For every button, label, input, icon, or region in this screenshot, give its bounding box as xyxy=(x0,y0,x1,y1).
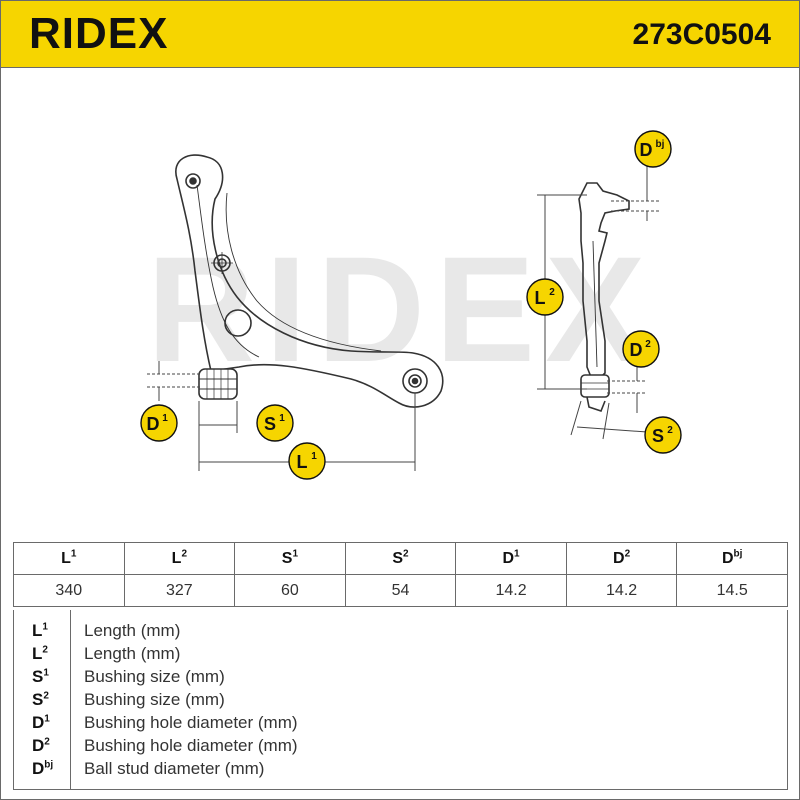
legend-symbol-sup: 2 xyxy=(42,644,48,656)
badge-s1: S 1 xyxy=(256,404,294,442)
legend-symbol: L1 xyxy=(32,620,48,642)
legend-symbol-sup: 1 xyxy=(42,621,48,633)
badge-dbj-label: D xyxy=(640,140,653,160)
spec-header-d2: D2 xyxy=(565,542,678,575)
legend-symbol-base: D xyxy=(32,736,45,755)
legend-row-d1: D1 Bushing hole diameter (mm) xyxy=(14,712,787,734)
spec-header-l1: L1 xyxy=(13,542,125,575)
legend-symbol-sup: 2 xyxy=(44,736,50,748)
badge-s2: S 2 xyxy=(644,416,682,454)
legend-symbol-base: L xyxy=(32,644,43,663)
spec-header-base: S xyxy=(281,549,293,567)
legend-symbol-base: D xyxy=(32,713,45,732)
spec-header-sup: bj xyxy=(733,548,743,560)
badge-dbj: D bj xyxy=(634,130,672,168)
badge-dbj-sup: bj xyxy=(656,139,665,150)
badge-d2: D 2 xyxy=(622,330,660,368)
legend-description: Bushing size (mm) xyxy=(84,667,225,686)
spec-header-base: L xyxy=(171,549,182,567)
spec-header-dbj: Dbj xyxy=(676,542,788,575)
spec-header-s2: S2 xyxy=(344,542,457,575)
badge-s2-sup: 2 xyxy=(667,425,673,436)
legend-symbol-sup: 1 xyxy=(44,713,50,725)
spec-value-row: 340 327 60 54 14.2 14.2 14.5 xyxy=(13,574,788,607)
spec-header-sup: 2 xyxy=(403,548,409,560)
legend-description: Bushing hole diameter (mm) xyxy=(84,713,298,732)
legend-row-l2: L2 Length (mm) xyxy=(14,643,787,665)
rear-bushing xyxy=(198,368,238,400)
legend-panel: L1 Length (mm) L2 Length (mm) S1 Bushing… xyxy=(13,610,788,790)
badge-l1-label: L xyxy=(297,452,308,472)
spec-header-base: D xyxy=(613,549,625,567)
legend-row-dbj: Dbj Ball stud diameter (mm) xyxy=(14,758,787,780)
spec-value-s2: 54 xyxy=(344,574,457,607)
badge-l2-sup: 2 xyxy=(549,287,555,298)
legend-symbol-sup: 2 xyxy=(43,690,49,702)
watermark-logo: RIDEX xyxy=(147,225,655,393)
badge-d2-sup: 2 xyxy=(645,339,651,350)
legend-symbol: L2 xyxy=(32,643,48,665)
legend-symbol-base: S xyxy=(32,690,44,709)
spec-header-s1: S1 xyxy=(234,542,346,575)
badge-s1-sup: 1 xyxy=(279,413,285,424)
spec-header-base: D xyxy=(502,549,515,567)
legend-row-l1: L1 Length (mm) xyxy=(14,620,787,642)
legend-symbol: D1 xyxy=(32,712,50,734)
badge-d2-label: D xyxy=(630,340,643,360)
badge-s1-label: S xyxy=(264,414,276,434)
spec-header-l2: L2 xyxy=(123,542,236,575)
legend-description: Bushing size (mm) xyxy=(84,690,225,709)
legend-row-s2: S2 Bushing size (mm) xyxy=(14,689,787,711)
legend-symbol: S1 xyxy=(32,666,49,688)
spec-header-sup: 2 xyxy=(181,548,188,560)
legend-symbol-base: L xyxy=(32,621,43,640)
control-arm-top-view xyxy=(175,154,444,408)
spec-table: L1 L2 S1 S2 D1 D2 Dbj 340 327 60 54 14.2… xyxy=(13,542,788,607)
legend-symbol-sup: bj xyxy=(44,759,54,771)
part-number: 273C0504 xyxy=(632,18,771,51)
badge-d1: D 1 xyxy=(140,404,178,442)
legend-description: Bushing hole diameter (mm) xyxy=(84,736,298,755)
badge-l2: L 2 xyxy=(526,278,564,316)
spec-header-base: S xyxy=(392,549,404,567)
spec-value-d1: 14.2 xyxy=(455,574,567,607)
spec-header-sup: 1 xyxy=(70,548,77,560)
control-arm-side-view xyxy=(578,182,630,412)
badge-d1-sup: 1 xyxy=(162,413,168,424)
badge-l2-label: L xyxy=(535,288,546,308)
legend-symbol: D2 xyxy=(32,735,50,757)
spec-value-l1: 340 xyxy=(13,574,125,607)
spec-header-base: D xyxy=(721,549,734,567)
spec-value-dbj: 14.5 xyxy=(676,574,788,607)
spec-header-row: L1 L2 S1 S2 D1 D2 Dbj xyxy=(13,542,788,575)
control-arm-diagram: RIDEX xyxy=(140,130,682,480)
badge-l1-sup: 1 xyxy=(311,451,317,462)
legend-divider xyxy=(70,610,71,789)
badge-l1: L 1 xyxy=(288,442,326,480)
spec-header-d1: D1 xyxy=(455,542,567,575)
spec-value-d2: 14.2 xyxy=(565,574,678,607)
badge-d1-label: D xyxy=(147,414,160,434)
legend-symbol-base: D xyxy=(32,759,45,778)
legend-symbol: Dbj xyxy=(32,758,53,780)
legend-symbol: S2 xyxy=(32,689,49,711)
spec-header-sup: 1 xyxy=(514,548,520,560)
spec-header-sup: 1 xyxy=(292,548,299,560)
spec-value-s1: 60 xyxy=(234,574,346,607)
spec-header-sup: 2 xyxy=(624,548,631,560)
header-bar: RIDEX 273C0504 xyxy=(1,1,799,68)
legend-description: Length (mm) xyxy=(84,644,181,663)
legend-symbol-base: S xyxy=(32,667,44,686)
legend-row-d2: D2 Bushing hole diameter (mm) xyxy=(14,735,787,757)
spec-value-l2: 327 xyxy=(123,574,236,607)
spec-header-base: L xyxy=(61,549,71,567)
legend-description: Ball stud diameter (mm) xyxy=(84,759,265,778)
badge-s2-label: S xyxy=(652,426,664,446)
legend-symbol-sup: 1 xyxy=(43,667,49,679)
brand-logo: RIDEX xyxy=(29,9,169,58)
legend-row-s1: S1 Bushing size (mm) xyxy=(14,666,787,688)
legend-description: Length (mm) xyxy=(84,621,181,640)
